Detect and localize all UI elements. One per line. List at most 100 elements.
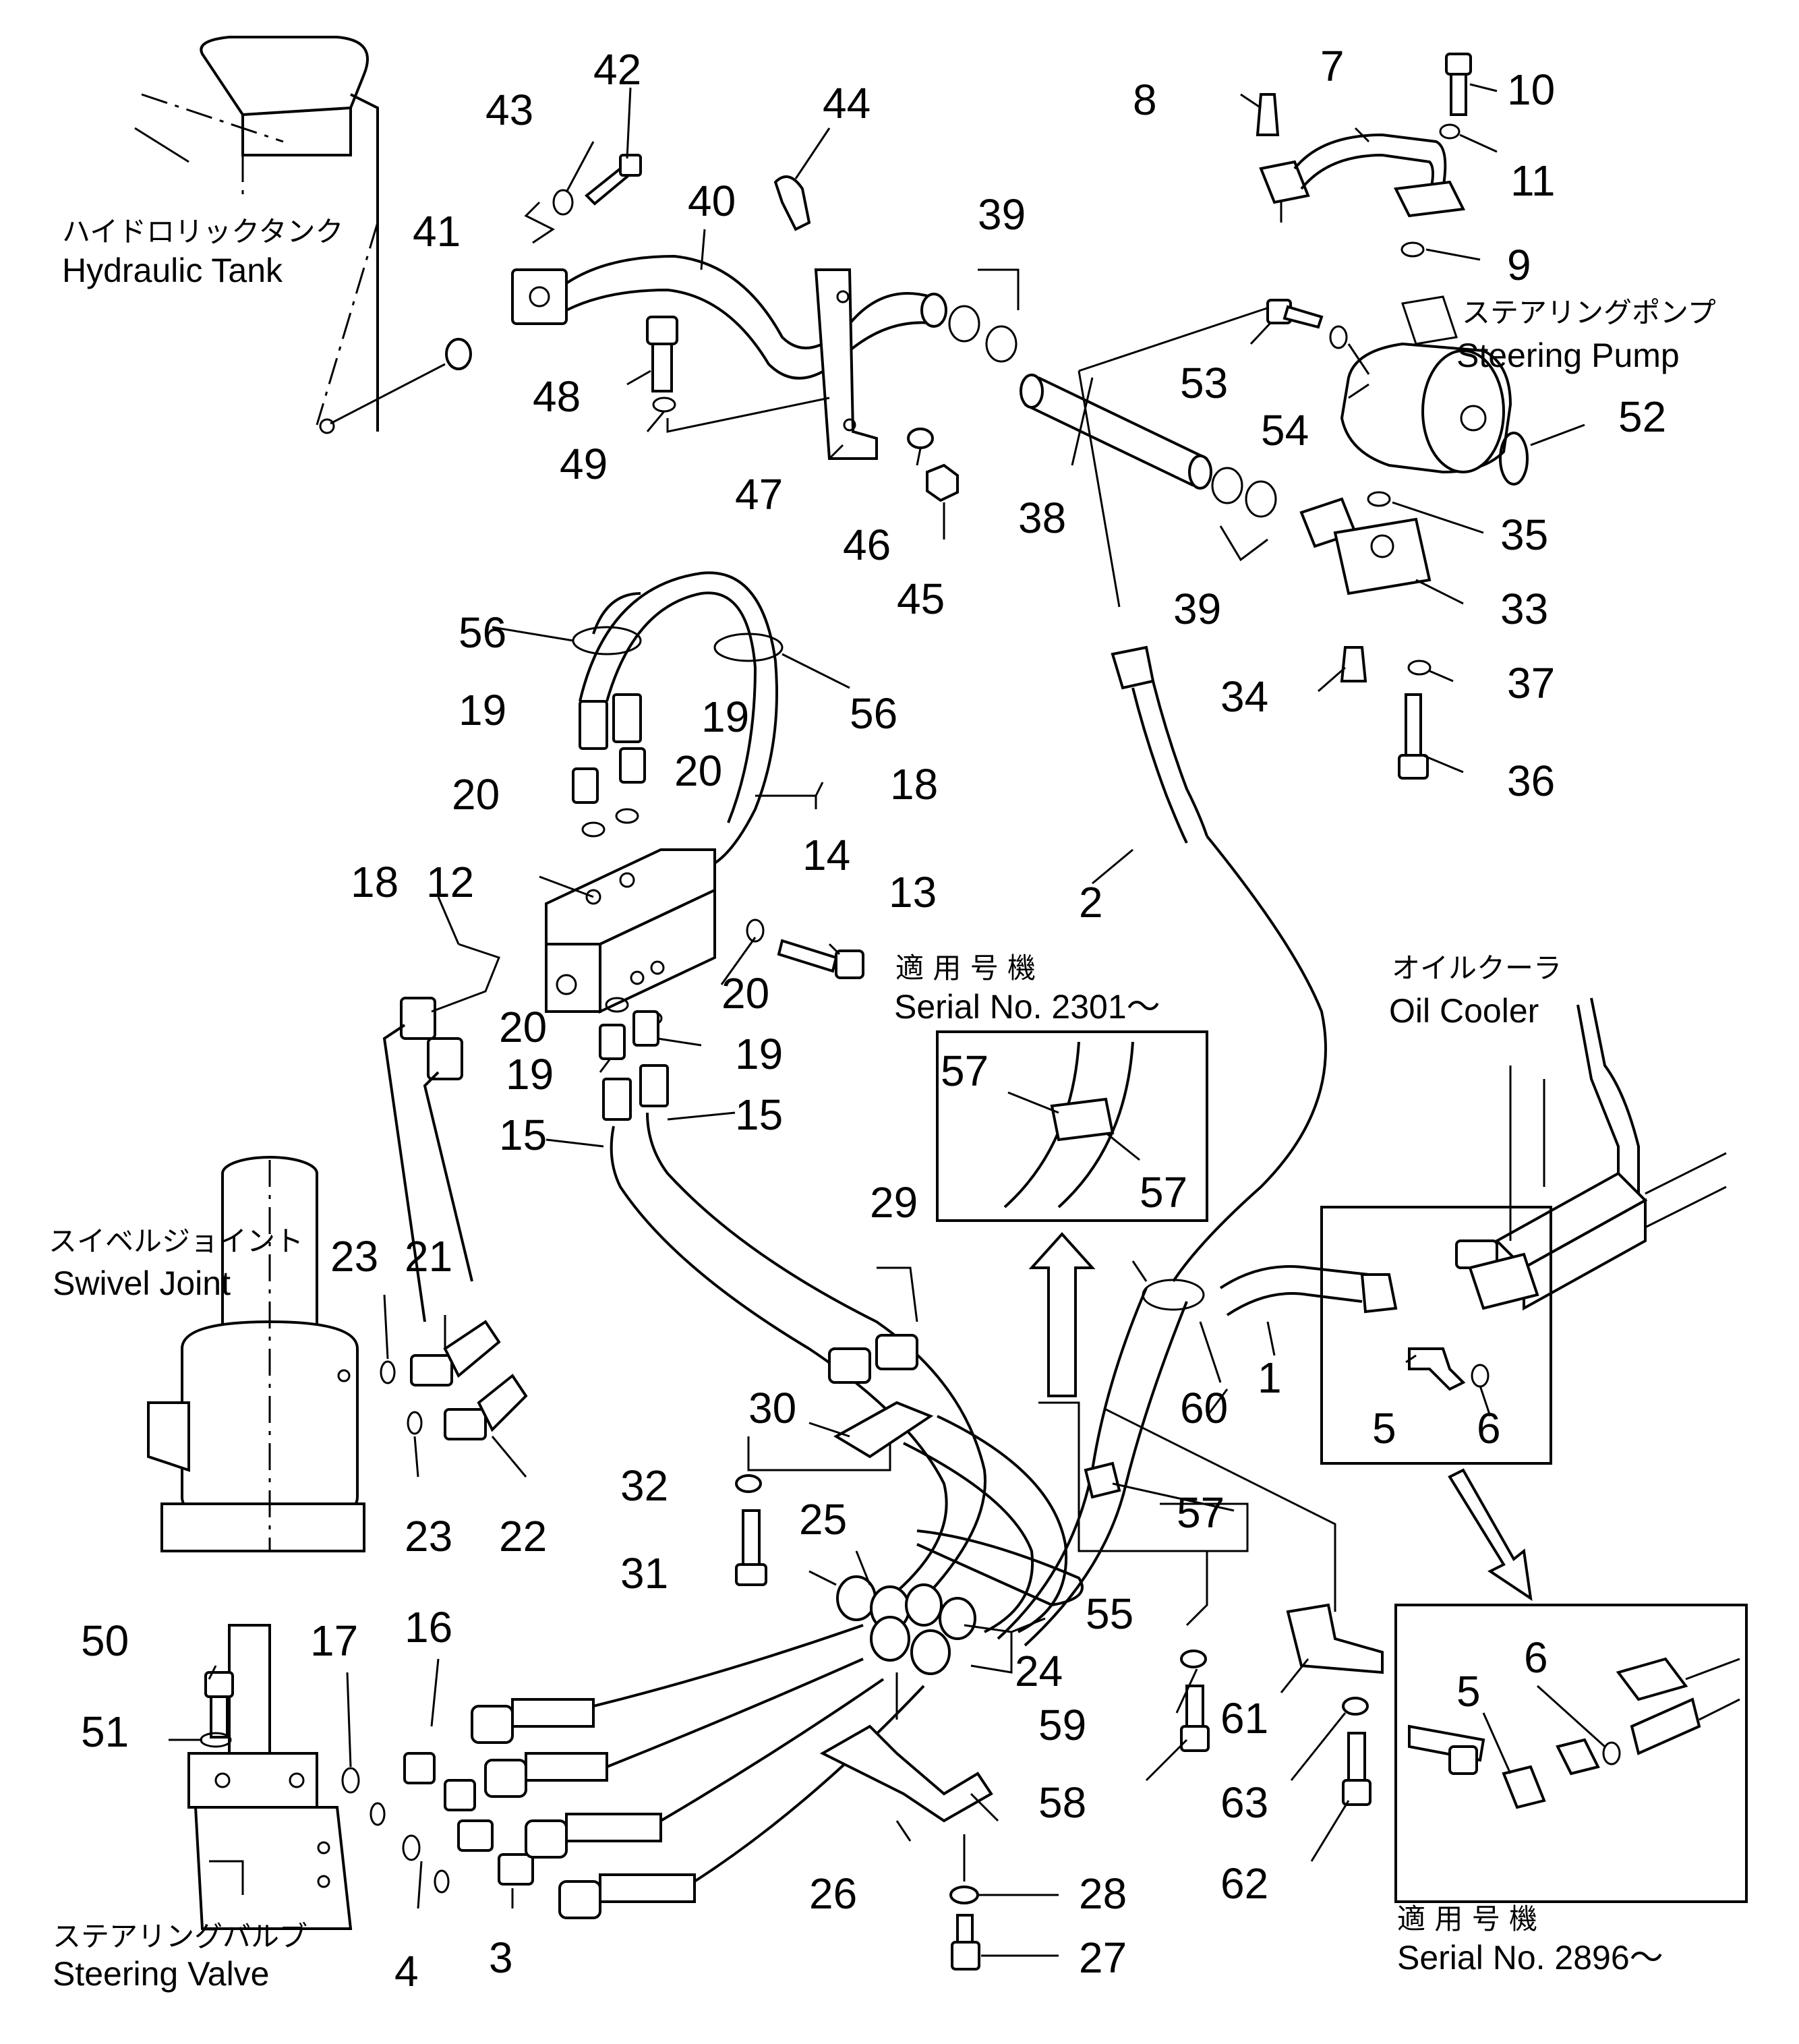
oring-6-main [1471,1364,1490,1388]
callout-9: 9 [1507,241,1531,289]
clip-44 [773,175,811,231]
callout-60: 60 [1180,1384,1228,1432]
callout-31: 31 [620,1549,668,1598]
hose-2 [1092,645,1327,1283]
callout-19-b: 19 [701,693,749,741]
callout-48: 48 [533,372,581,421]
bolt-42 [585,154,642,206]
callout-4: 4 [394,1947,419,1995]
flange-33 [1299,497,1432,595]
callout-22: 22 [499,1512,547,1560]
callout-7: 7 [1320,42,1345,90]
callout-19-c: 19 [735,1030,783,1078]
label-serial-2896-jp: 適 用 号 機 [1397,1902,1537,1935]
block-12 [545,848,716,1014]
callout-18-left: 18 [351,858,399,906]
inset-serial-2301 [936,1030,1208,1222]
oring-41 [445,338,472,370]
oring-17b [370,1802,386,1826]
washer-49 [652,397,676,413]
washer-14 [746,918,765,943]
callout-5-inset: 5 [1456,1667,1481,1716]
callout-26: 26 [809,1869,857,1918]
bolt-31 [735,1509,767,1586]
oring-4a [402,1834,421,1861]
oil-cooler-box [1320,1206,1552,1465]
nut-45 [926,463,959,502]
oring-23-bottom [407,1411,423,1435]
callout-55: 55 [1086,1589,1133,1638]
callout-6-main: 6 [1477,1404,1501,1453]
oring-52 [1499,432,1529,486]
callout-47: 47 [735,470,783,519]
clamp-25 [836,1575,951,1675]
callout-27: 27 [1079,1933,1127,1982]
callout-12: 12 [426,858,474,906]
bolt-36 [1398,693,1429,780]
oil-cooler [1455,997,1727,1311]
callout-1: 1 [1258,1353,1282,1402]
clamp-56-left [572,626,642,655]
inset-serial-2896 [1394,1604,1748,1903]
label-steering-valve-en: Steering Valve [53,1955,269,1993]
suction-pipe-40 [511,201,947,460]
bolt-10 [1445,53,1472,116]
callout-57-center: 57 [1177,1488,1225,1537]
band-55 [916,1529,1084,1607]
callout-42: 42 [593,45,641,94]
clamp-29 [828,1266,918,1384]
callout-59: 59 [1038,1701,1086,1749]
steering-pump [1340,295,1512,474]
label-steering-valve-jp: ステアリングバルブ [53,1920,307,1953]
callout-18-right: 18 [890,760,938,809]
bolt-13 [777,939,864,979]
bolt-53 [1266,299,1324,329]
callout-38: 38 [1018,494,1066,542]
callout-41: 41 [413,207,461,256]
label-serial-2301-jp: 適 用 号 機 [895,952,1036,985]
elbow-21 [410,1320,501,1386]
label-steering-pump-en: Steering Pump [1456,337,1680,374]
bolt-50 [204,1671,234,1739]
oring-23-top [380,1360,396,1384]
washer-28 [949,1886,979,1904]
label-oil-cooler-jp: オイルクーラ [1392,952,1562,985]
hose-1 [1219,1265,1398,1316]
callout-56-right: 56 [850,689,897,738]
bolt-27 [951,1914,980,1970]
callout-20-a: 20 [452,770,500,819]
callout-2: 2 [1079,878,1103,927]
clamp-24 [905,1583,1013,1674]
callout-61: 61 [1220,1694,1268,1743]
callout-16: 16 [405,1603,452,1652]
callout-20-b: 20 [674,747,722,795]
callout-54: 54 [1261,406,1309,455]
bolt-58 [1180,1685,1210,1752]
callout-19-d: 19 [506,1050,554,1099]
fitting-8 [1256,93,1280,136]
label-oil-cooler-en: Oil Cooler [1389,992,1539,1030]
callout-33: 33 [1500,585,1548,633]
label-serial-2301-en: Serial No. 2301～ [894,988,1160,1026]
callout-10: 10 [1507,65,1555,114]
callout-25: 25 [799,1495,847,1544]
callout-53: 53 [1180,359,1228,407]
callout-23-top: 23 [330,1232,378,1281]
label-serial-2896-en: Serial No. 2896～ [1397,1939,1663,1977]
bolt-48 [646,316,678,392]
oring-9 [1400,241,1425,258]
label-swivel-joint-en: Swivel Joint [53,1264,231,1302]
label-hydraulic-tank-en: Hydraulic Tank [62,252,283,289]
washer-46 [907,428,934,449]
hoses-15 [610,1112,1068,1633]
callout-36: 36 [1507,757,1555,805]
bolt-62 [1342,1732,1372,1806]
plug-34 [1340,646,1367,682]
callout-29: 29 [870,1178,918,1227]
adapters-16-3 [403,1752,534,1886]
fittings-top [572,693,646,838]
callout-15-right: 15 [735,1090,783,1139]
callout-56-left: 56 [459,608,506,657]
callout-19-a: 19 [459,686,506,734]
callout-52: 52 [1618,392,1666,441]
